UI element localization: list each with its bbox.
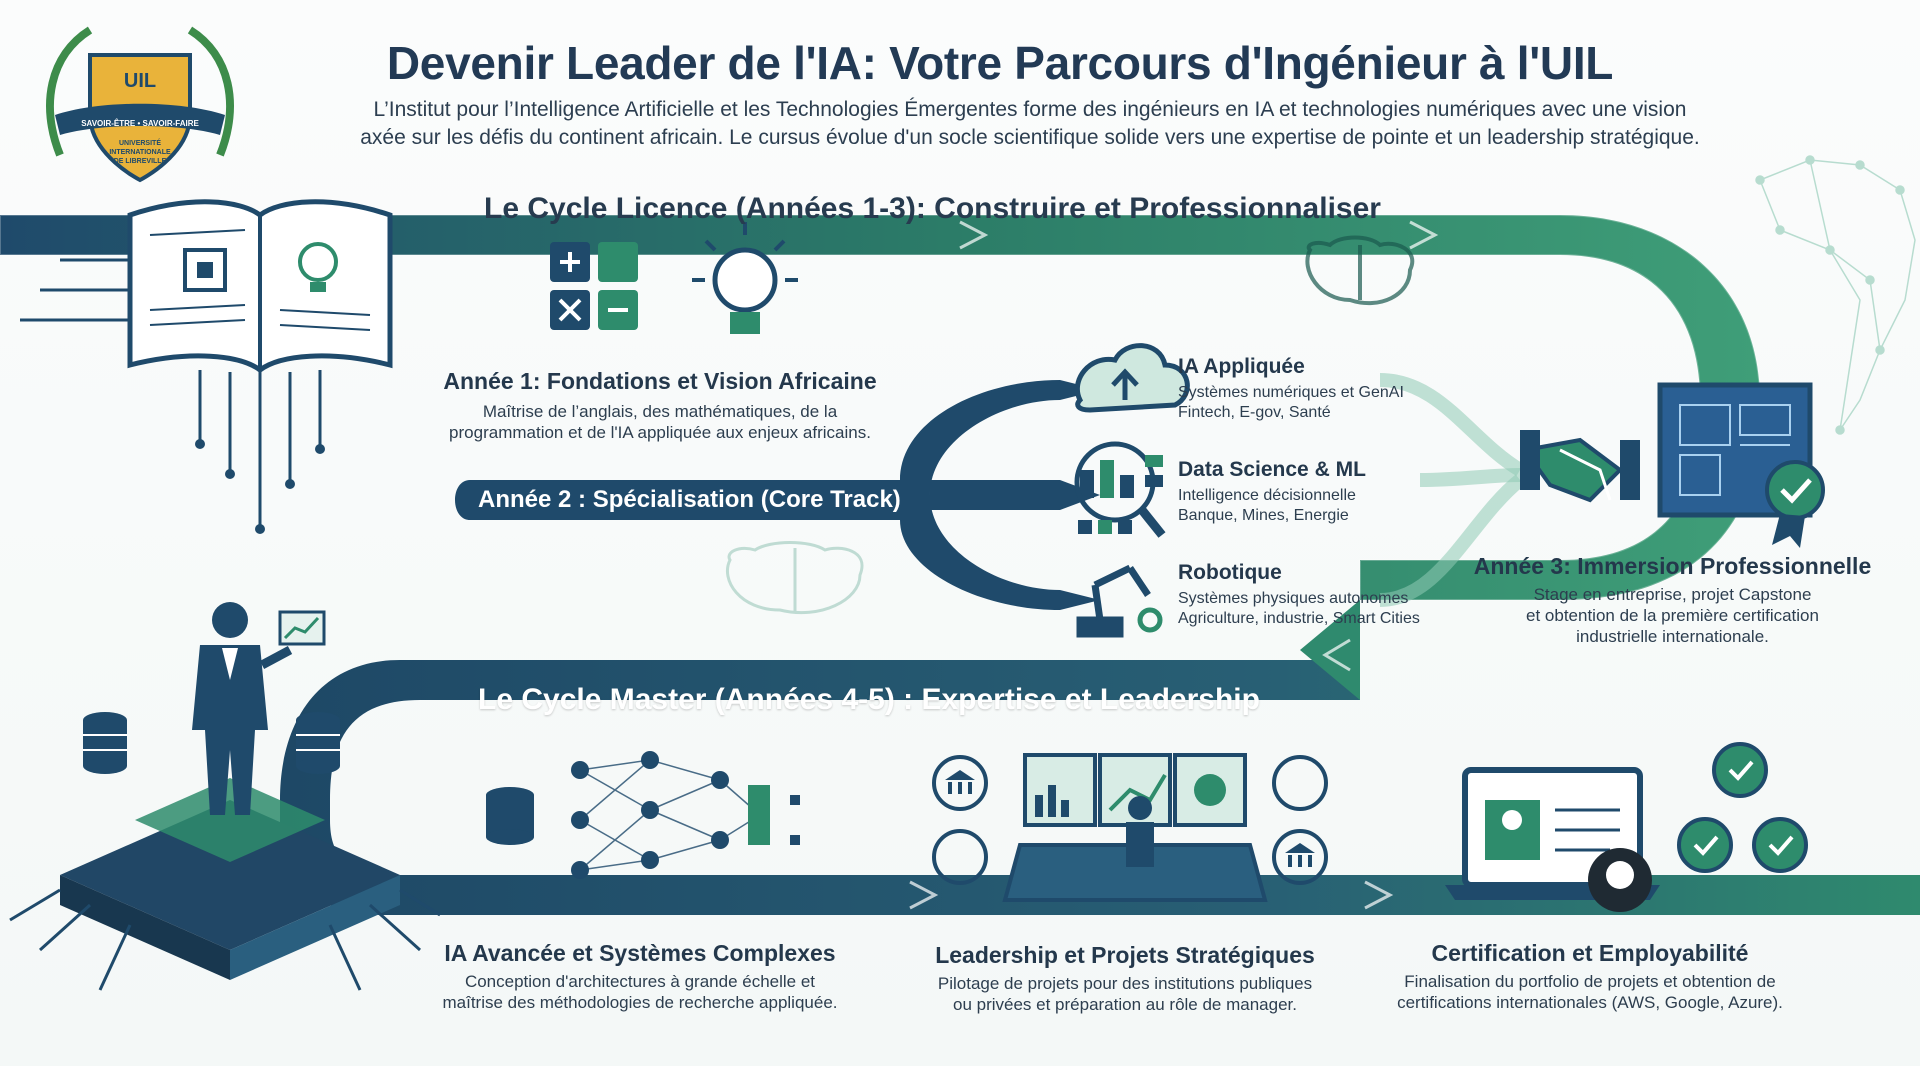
- year3-line3: industrielle internationale.: [1576, 627, 1769, 646]
- chevron-icons: [959, 220, 1439, 250]
- track-ia-appliquee: IA Appliquée Systèmes numériques et GenA…: [1178, 355, 1478, 423]
- track-line2: Fintech, E-gov, Santé: [1178, 404, 1331, 421]
- magnifier-chart-icon: [1074, 441, 1166, 538]
- track-line1: Systèmes physiques autonomes: [1178, 590, 1409, 607]
- year3-line2: et obtention de la première certificatio…: [1526, 606, 1819, 625]
- certified-badge-icon: [1765, 460, 1825, 548]
- blueprint-icon: [1657, 382, 1813, 518]
- intro-line-2: axée sur les défis du continent africain…: [360, 126, 1700, 149]
- year2-fork: [455, 380, 1060, 610]
- track-title: Data Science & ML: [1178, 458, 1366, 481]
- track-line1: Intelligence décisionnelle: [1178, 487, 1356, 504]
- bank-icon: [945, 770, 1315, 867]
- track-data-science: Data Science & ML Intelligence décisionn…: [1178, 458, 1478, 526]
- year3-title: Année 3: Immersion Professionnelle: [1473, 553, 1872, 579]
- year3-block: Année 3: Immersion Professionnelle Stage…: [1440, 553, 1905, 647]
- master-ribbon: [280, 660, 1920, 915]
- year1-title: Année 1: Fondations et Vision Africaine: [443, 368, 877, 394]
- robot-arm-icon: [1076, 564, 1163, 638]
- math-operators-icon: [550, 242, 638, 330]
- laptop-profile-icon: [1445, 767, 1660, 912]
- track-line2: Banque, Mines, Energie: [1178, 507, 1349, 524]
- africa-network-icon: [1755, 155, 1916, 435]
- master-item-line1: Conception d'architectures à grande éche…: [464, 972, 816, 991]
- neural-network-icon: [486, 751, 800, 879]
- logo-name-line3: DE LIBREVILLE: [113, 158, 167, 165]
- leader-figure-icon: [9, 602, 441, 991]
- lightbulb-icon: [692, 222, 798, 334]
- year2-label: Année 2 : Spécialisation (Core Track): [478, 486, 901, 513]
- intro-text: L’Institut pour l’Intelligence Artificie…: [300, 96, 1760, 152]
- control-room-icon: [932, 753, 1328, 902]
- master-item-title: Certification et Employabilité: [1431, 940, 1749, 966]
- logo-name-line1: UNIVERSITÉ: [118, 140, 161, 147]
- master-item-leadership: Leadership et Projets Stratégiques Pilot…: [895, 942, 1355, 1015]
- uil-logo: UIL SAVOIR-ÊTRE • SAVOIR-FAIRE UNIVERSIT…: [40, 15, 240, 195]
- master-item-title: IA Avancée et Systèmes Complexes: [444, 940, 836, 966]
- track-line1: Systèmes numériques et GenAI: [1178, 384, 1404, 401]
- logo-acronym: UIL: [123, 70, 157, 92]
- year1-line1: Maîtrise de l’anglais, des mathématiques…: [482, 402, 838, 421]
- track-line2: Agriculture, industrie, Smart Cities: [1178, 610, 1420, 627]
- year1-line2: programmation et de l'IA appliquée aux e…: [449, 423, 871, 442]
- master-item-line2: ou privées et préparation au rôle de man…: [952, 995, 1297, 1014]
- brain-outline-icon: [726, 541, 864, 615]
- logo-motto: SAVOIR-ÊTRE • SAVOIR-FAIRE: [81, 119, 199, 128]
- track-title: Robotique: [1178, 561, 1282, 584]
- year3-line1: Stage en entreprise, projet Capstone: [1533, 585, 1812, 604]
- logo-name-line2: INTERNATIONALE: [109, 149, 171, 156]
- laurel-shield-icon: [46, 26, 234, 183]
- master-item-line1: Finalisation du portfolio de projets et …: [1404, 972, 1776, 991]
- track-title: IA Appliquée: [1178, 355, 1305, 378]
- certification-badges-icon: [1677, 742, 1808, 873]
- licence-cycle-title: Le Cycle Licence (Années 1-3): Construir…: [484, 192, 1381, 225]
- master-cycle-title: Le Cycle Master (Années 4-5) : Expertise…: [478, 683, 1260, 716]
- page-title: Devenir Leader de l'IA: Votre Parcours d…: [386, 37, 1614, 89]
- master-item-ia-avancee: IA Avancée et Systèmes Complexes Concept…: [410, 940, 870, 1013]
- master-item-line2: certifications internationales (AWS, Goo…: [1397, 993, 1783, 1012]
- track-robotique: Robotique Systèmes physiques autonomes A…: [1178, 561, 1478, 629]
- intro-line-1: L’Institut pour l’Intelligence Artificie…: [373, 98, 1687, 121]
- brain-icon: [1305, 235, 1415, 306]
- master-item-title: Leadership et Projets Stratégiques: [935, 942, 1315, 968]
- master-item-line1: Pilotage de projets pour des institution…: [937, 974, 1313, 993]
- cloud-brain-icon: [1075, 343, 1190, 413]
- handshake-icon: [1520, 430, 1640, 503]
- book-icon: [20, 199, 393, 534]
- master-item-line2: maîtrise des méthodologies de recherche …: [442, 993, 838, 1012]
- master-item-certification: Certification et Employabilité Finalisat…: [1360, 940, 1820, 1013]
- year1-block: Année 1: Fondations et Vision Africaine …: [400, 368, 920, 443]
